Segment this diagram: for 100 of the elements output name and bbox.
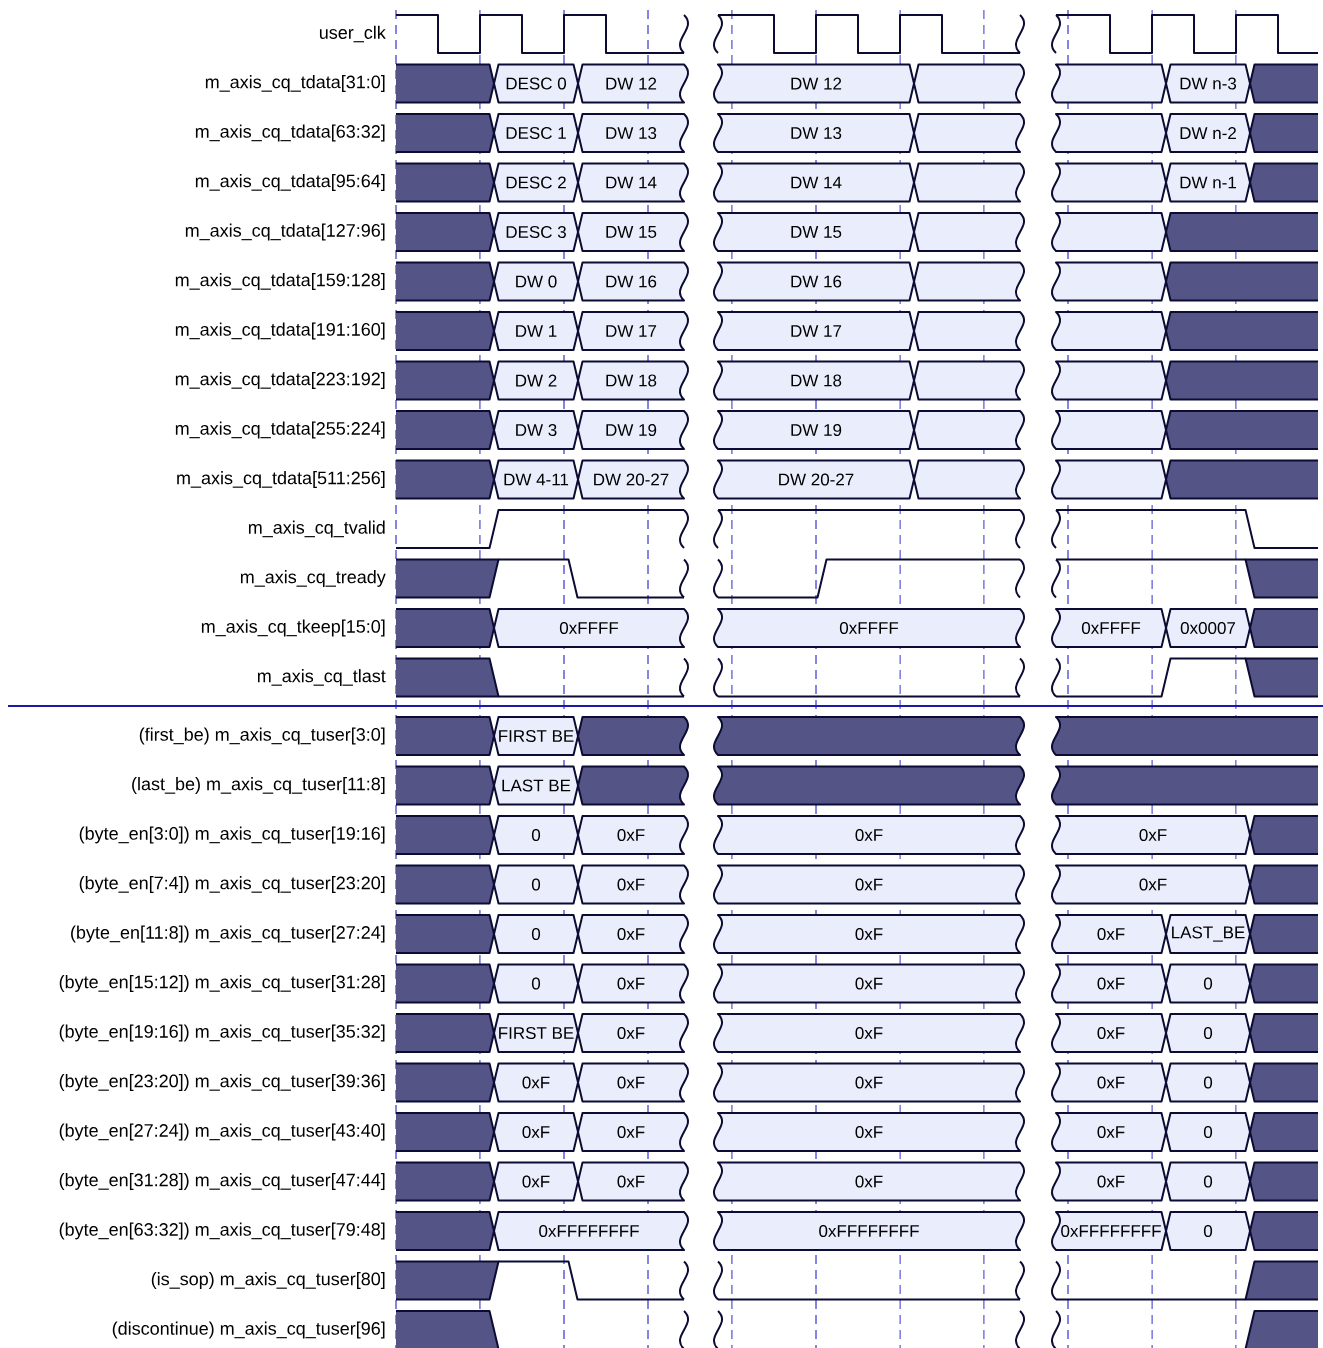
bus-value: DW 15	[791, 226, 842, 238]
bus-value: 0xFFFF	[839, 622, 899, 635]
signal-name: (byte_en[15:12]) m_axis_cq_tuser[31:28]	[59, 975, 385, 992]
bus-value: LAST_BE	[1172, 926, 1245, 942]
bus-value: DESC 2	[506, 176, 566, 189]
bus-value: DW 16	[606, 275, 657, 288]
bus-value: 0xF	[617, 977, 645, 990]
bus-value: DW n-3	[1180, 77, 1237, 90]
bus-value: 0xFFFF	[1081, 622, 1141, 635]
signal-name: (byte_en[23:20]) m_axis_cq_tuser[39:36]	[59, 1074, 385, 1091]
bus-value: 0xF	[617, 928, 645, 941]
bus-value: 0xF	[617, 1076, 645, 1089]
bus-value: 0	[1203, 1027, 1213, 1040]
bus-value: 0xF	[855, 1076, 883, 1089]
signal-name: m_axis_cq_tvalid	[248, 520, 385, 538]
bus-value: 0	[1203, 1126, 1213, 1139]
signal-name: (byte_en[63:32]) m_axis_cq_tuser[79:48]	[59, 1222, 385, 1240]
bus-value: 0xF	[1139, 829, 1167, 842]
bus-value: 0xF	[1139, 878, 1167, 891]
bus-value: 0	[1203, 1076, 1213, 1089]
bus-value: 0xF	[855, 977, 883, 990]
signal-name: m_axis_cq_tkeep[15:0]	[201, 619, 385, 637]
bus-value: 0xF	[1097, 928, 1125, 941]
bus-value: DW 16	[791, 275, 842, 288]
signal-name: m_axis_cq_tdata[95:64]	[195, 174, 385, 191]
signal-name: (is_sop) m_axis_cq_tuser[80]	[151, 1272, 385, 1289]
bus-value: 0xF	[522, 1175, 550, 1188]
signal-name: (byte_en[11:8]) m_axis_cq_tuser[27:24]	[71, 925, 385, 943]
signal-name: m_axis_cq_tdata[31:0]	[205, 75, 385, 92]
bus-value: DW 20-27	[594, 473, 669, 486]
bus-value: DW 12	[606, 77, 657, 90]
bus-value: LAST BE	[502, 779, 571, 792]
bus-value: DW 18	[606, 374, 657, 387]
bus-value: DW 17	[606, 325, 657, 337]
signal-name: (last_be) m_axis_cq_tuser[11:8]	[132, 777, 385, 794]
signal-name: (byte_en[3:0]) m_axis_cq_tuser[19:16]	[79, 826, 385, 844]
signal-name: m_axis_cq_tdata[223:192]	[175, 372, 385, 389]
bus-value: DW 19	[791, 424, 842, 437]
signal-name: m_axis_cq_tdata[191:160]	[175, 322, 385, 340]
bus-value: 0xF	[617, 829, 645, 842]
bus-value: 0	[1203, 977, 1213, 990]
bus-value: DW 18	[791, 374, 842, 387]
bus-value: 0	[1203, 1225, 1213, 1238]
bus-value: 0	[531, 878, 541, 891]
bus-value: 0xF	[522, 1126, 550, 1139]
bus-value: 0xF	[855, 829, 883, 842]
bus-value: 0xF	[617, 1126, 645, 1139]
bus-value: DW 0	[516, 275, 557, 288]
signal-name: m_axis_cq_tdata[63:32]	[195, 124, 385, 142]
bus-value: DESC 3	[506, 226, 566, 239]
bus-value: DW 14	[606, 176, 657, 189]
bus-value: 0xF	[1097, 1076, 1125, 1089]
signal-name: m_axis_cq_tlast	[257, 669, 386, 686]
bus-value: 0xFFFF	[559, 622, 619, 635]
bus-value: 0xF	[617, 1027, 645, 1040]
signal-name: m_axis_cq_tready	[240, 570, 386, 587]
bus-value: DW n-2	[1180, 127, 1236, 139]
signal-name: user_clk	[319, 25, 386, 43]
bus-value: DW 19	[606, 424, 657, 437]
bus-value: 0	[1203, 1175, 1213, 1188]
bus-value: 0x0007	[1180, 622, 1236, 635]
bus-value: 0xFFFFFFFF	[539, 1225, 639, 1238]
bus-value: DW n-1	[1180, 176, 1236, 189]
bus-value: 0xF	[1097, 1175, 1125, 1188]
bus-value: DW 13	[606, 127, 657, 140]
bus-value: 0xFFFFFFFF	[819, 1225, 919, 1238]
signal-name: m_axis_cq_tdata[255:224]	[175, 421, 385, 439]
bus-value: DESC 0	[506, 77, 567, 90]
signal-name: (byte_en[27:24]) m_axis_cq_tuser[43:40]	[59, 1123, 385, 1141]
bus-value: FIRST BE	[499, 730, 574, 743]
signal-name: m_axis_cq_tdata[511:256]	[177, 471, 385, 488]
signal-name: m_axis_cq_tdata[159:128]	[175, 273, 385, 290]
bus-value: DW 2	[516, 374, 557, 387]
signal-name: (discontinue) m_axis_cq_tuser[96]	[112, 1321, 385, 1339]
bus-value: 0xF	[855, 1126, 883, 1139]
bus-value: DW 4-11	[504, 473, 569, 486]
bus-value: DW 13	[791, 127, 842, 140]
signal-name: (first_be) m_axis_cq_tuser[3:0]	[139, 727, 385, 745]
bus-value: 0xF	[1097, 977, 1125, 990]
bus-value: DW 1	[516, 325, 557, 337]
bus-value: 0xF	[522, 1076, 550, 1089]
bus-value: DW 15	[606, 226, 657, 238]
bus-value: 0	[531, 829, 541, 842]
bus-value: 0	[531, 928, 541, 941]
bus-value: 0xF	[1097, 1126, 1125, 1139]
bus-value: DW 12	[791, 77, 842, 90]
bus-value: 0xF	[855, 878, 883, 891]
bus-value: 0xFFFFFFFF	[1061, 1225, 1161, 1238]
bus-value: DESC 1	[506, 127, 566, 140]
bus-value: 0	[531, 977, 541, 990]
signal-name: (byte_en[7:4]) m_axis_cq_tuser[23:20]	[79, 876, 385, 893]
bus-value: DW 20-27	[779, 473, 854, 486]
bus-value: FIRST BE	[499, 1027, 574, 1040]
bus-value: 0xF	[855, 1175, 883, 1188]
bus-value: 0xF	[855, 928, 883, 941]
bus-value: 0xF	[617, 878, 645, 891]
bus-value: 0xF	[617, 1175, 645, 1188]
signal-name: (byte_en[19:16]) m_axis_cq_tuser[35:32]	[59, 1024, 385, 1042]
bus-value: DW 3	[516, 424, 557, 437]
signal-name: (byte_en[31:28]) m_axis_cq_tuser[47:44]	[59, 1173, 385, 1190]
